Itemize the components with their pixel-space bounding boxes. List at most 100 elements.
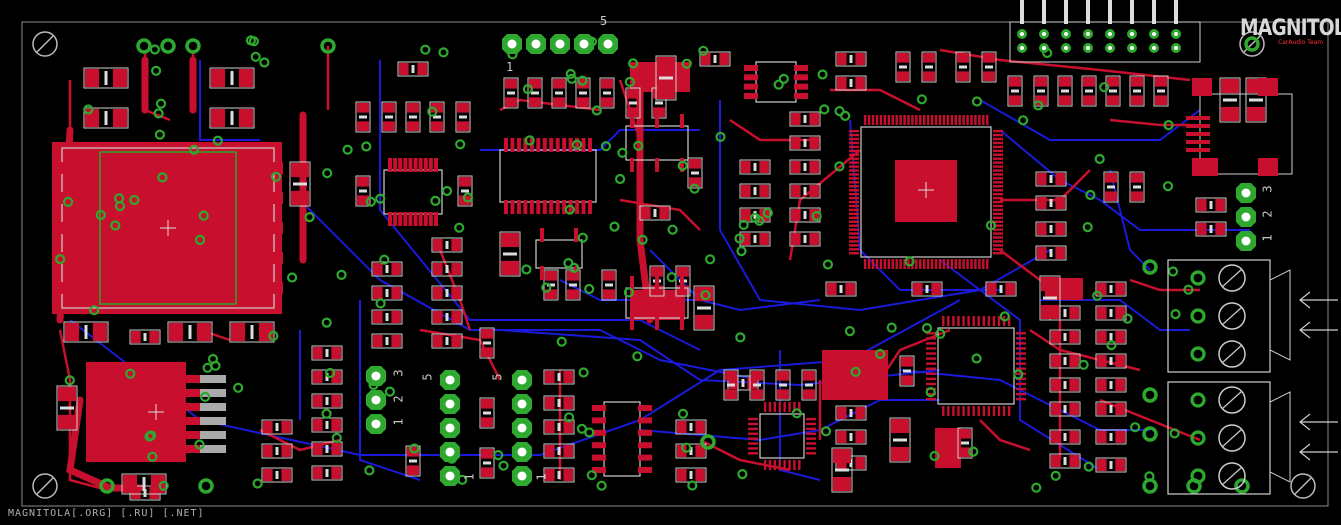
- soic-pin: [555, 200, 560, 214]
- component-silk: [749, 369, 765, 401]
- component-silk: [1095, 457, 1127, 473]
- component-pad: [777, 389, 789, 399]
- via: [89, 305, 100, 316]
- smd-component: [1195, 221, 1227, 237]
- regulator-pin-silk: [200, 375, 226, 383]
- chip-pin: [867, 259, 871, 269]
- component-silk: [121, 473, 167, 495]
- header-top-pin5-label: 5: [600, 14, 608, 28]
- through-hole-pad: [185, 38, 201, 54]
- via: [1170, 309, 1181, 320]
- soic-pin: [403, 212, 408, 226]
- via: [1122, 313, 1133, 324]
- component-body: [903, 369, 911, 373]
- smd-component: [355, 101, 371, 133]
- component-body: [1049, 175, 1053, 183]
- chip-pin: [1007, 316, 1011, 326]
- chip-pin: [763, 402, 767, 412]
- smd-component: [83, 67, 129, 89]
- header-hole: [1020, 46, 1024, 50]
- component-pad: [1131, 173, 1143, 183]
- inductor-pad: [255, 252, 283, 264]
- inductor-pad: [60, 222, 88, 234]
- component-pad: [529, 97, 541, 107]
- regulator-pour: [86, 362, 186, 462]
- via: [624, 76, 636, 88]
- via: [734, 233, 745, 244]
- soic-pin: [630, 114, 634, 128]
- right-pin-header: [1236, 183, 1256, 251]
- component-pad: [357, 103, 369, 113]
- chip-pin: [849, 236, 859, 239]
- via: [83, 104, 94, 115]
- component-silk: [431, 333, 463, 349]
- component-pad: [433, 287, 443, 299]
- component-pad: [657, 84, 675, 99]
- component-pad: [1115, 403, 1125, 415]
- soic-pin: [398, 158, 403, 172]
- chip-pin: [793, 402, 796, 412]
- soic-pin: [680, 316, 684, 330]
- component-silk: [129, 329, 161, 345]
- via: [158, 480, 169, 491]
- chip-pin: [849, 141, 859, 145]
- smd-component: [499, 231, 521, 277]
- usb-pin: [1186, 132, 1210, 136]
- component-pad: [837, 53, 847, 65]
- component-pad: [791, 113, 801, 125]
- header-right-pin1-label: 1: [1260, 234, 1275, 242]
- chip-pin: [952, 316, 955, 326]
- via: [844, 326, 856, 337]
- chip-pin: [982, 406, 985, 416]
- through-hole-pad: [160, 38, 176, 54]
- via: [498, 460, 509, 471]
- component-silk: [455, 101, 471, 133]
- component-pad: [627, 107, 639, 117]
- component-body: [1109, 433, 1113, 441]
- terminal-screw-slot: [1221, 268, 1243, 288]
- component-silk: [499, 231, 521, 277]
- component-pad: [1115, 379, 1125, 391]
- via: [820, 426, 832, 437]
- component-pad: [809, 209, 819, 221]
- via: [129, 194, 140, 206]
- component-body: [433, 115, 441, 119]
- component-pad: [759, 161, 769, 173]
- chip-pin: [806, 442, 816, 445]
- component-pad: [837, 407, 847, 419]
- via: [677, 160, 688, 171]
- component-silk: [825, 281, 857, 297]
- component-pad: [407, 121, 419, 131]
- screw-terminal-top: [1167, 259, 1338, 373]
- component-pad: [1221, 106, 1239, 121]
- component-silk: [431, 285, 463, 301]
- chip-pin: [798, 460, 801, 470]
- smd-component: [551, 77, 567, 109]
- component-pad: [1105, 173, 1117, 183]
- soic-pin: [418, 158, 423, 172]
- soic-pin: [540, 228, 544, 242]
- component-pad: [1069, 403, 1079, 415]
- component-body: [359, 115, 367, 119]
- smd-component: [479, 327, 495, 359]
- component-body: [188, 325, 192, 339]
- component-pad: [837, 431, 847, 443]
- chip-pin: [1016, 362, 1026, 365]
- chip-pin: [798, 402, 801, 412]
- component-pad: [196, 323, 211, 341]
- through-hole-pad: [198, 478, 214, 494]
- via: [342, 144, 353, 155]
- component-silk: [789, 111, 821, 127]
- via: [1031, 482, 1042, 493]
- smd-component: [371, 285, 403, 301]
- inductor-pad: [255, 192, 283, 204]
- chip-pin: [978, 259, 981, 269]
- header-hole: [1241, 236, 1251, 246]
- component-pad: [357, 177, 369, 187]
- chip-pin: [748, 442, 758, 445]
- header-hole: [1174, 46, 1178, 50]
- usb-pin: [1186, 124, 1210, 128]
- component-silk: [801, 369, 817, 401]
- component-pad: [695, 445, 705, 457]
- chip-pin: [863, 115, 867, 125]
